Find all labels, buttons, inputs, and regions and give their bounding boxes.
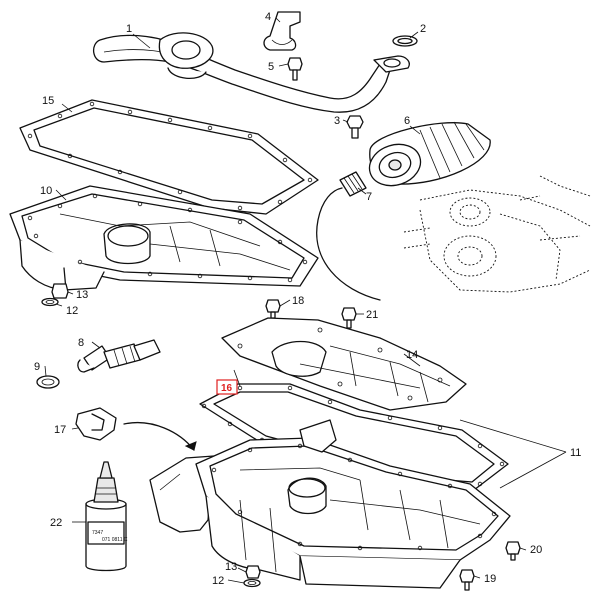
pipe-bracket [263,11,301,51]
oil-pickup-pipe [93,32,410,113]
label-part-6: 6 [404,115,410,127]
label-part-18: 18 [292,295,304,307]
label-part-14: 14 [406,349,418,361]
sensor-ring [36,375,60,389]
bottle-label-ref: 071 0811 C [102,537,128,543]
oil-filter [368,121,491,187]
blanking-cap [75,407,117,441]
label-part-13-upper: 13 [76,289,88,301]
label-part-19: 19 [484,573,496,585]
bracket-bolt [287,57,303,81]
ring-seal [392,35,418,47]
label-part-10: 10 [40,185,52,197]
leader-lines [44,17,567,584]
filter-bolt [346,115,364,139]
label-part-21: 21 [366,309,378,321]
label-part-13-lower: 13 [225,561,237,573]
drain-plug-lower [245,565,261,579]
part-labels: 1 2 3 4 5 6 7 8 9 10 11 12 12 13 13 14 1… [34,11,581,587]
pan-bolt-20 [505,541,521,561]
label-part-4: 4 [265,11,271,23]
sealant-bottle: 7347 071 0811 C [85,461,128,572]
lower-oil-pan [149,419,511,589]
drain-plug-upper [51,283,69,299]
label-part-9: 9 [34,361,40,373]
label-part-2: 2 [420,23,426,35]
oil-level-sensor [77,339,161,373]
label-part-15: 15 [42,95,54,107]
label-part-1: 1 [126,23,132,35]
baffle-bolt-18 [265,299,281,319]
label-part-22: 22 [50,517,62,529]
assembly-arrow [123,422,197,451]
engine-block-detail [316,175,591,301]
label-part-5: 5 [268,61,274,73]
label-part-17: 17 [54,424,66,436]
bottle-label-code: 7347 [92,530,103,536]
label-part-16: 16 [221,383,233,394]
threaded-nipple [339,171,367,197]
upper-oil-pan [9,185,319,291]
label-part-3: 3 [334,115,340,127]
drain-washer-upper [41,297,59,307]
label-part-12-lower: 12 [212,575,224,587]
drain-washer-lower [243,578,261,588]
label-part-11: 11 [570,447,581,459]
label-part-7: 7 [366,191,372,203]
upper-gasket [19,99,319,215]
pan-bolt-19 [459,569,475,591]
baffle-plate [221,317,467,411]
label-part-16-highlight: 16 [216,379,238,395]
baffle-bolt-21 [341,307,357,329]
label-part-8: 8 [78,337,84,349]
label-part-20: 20 [530,544,542,556]
label-part-12-upper: 12 [66,305,78,317]
